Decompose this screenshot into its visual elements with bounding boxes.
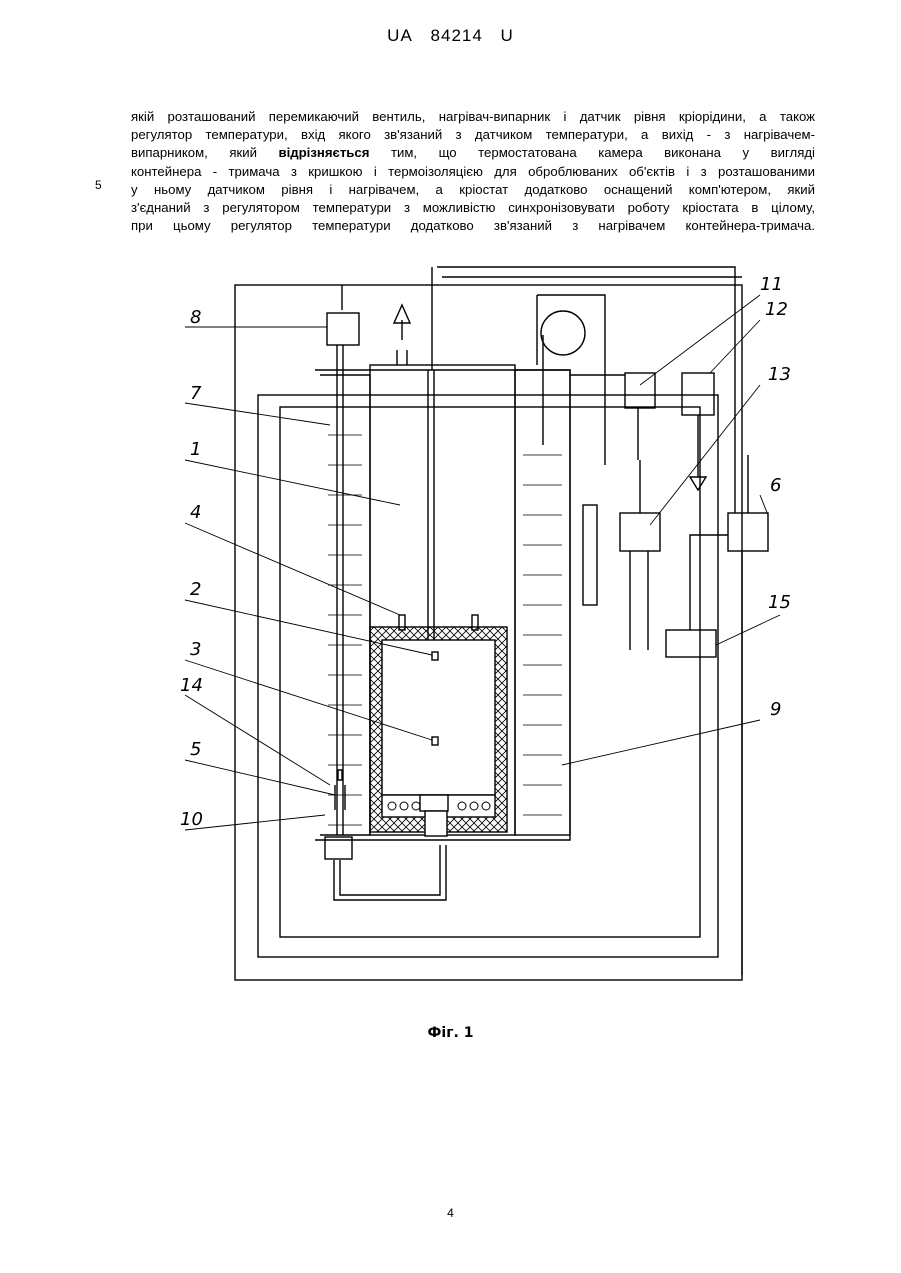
figure-diagram: 8 7 1 4 2 3 14 5 10 11 12 13 6 15 9 (170, 255, 810, 1000)
label-15: 15 (768, 592, 791, 613)
header-number: 84214 (431, 26, 483, 45)
text-run: тим, що термостатована камера виконана у… (369, 145, 815, 160)
text-line: випарником, який відрізняється тим, що т… (131, 144, 815, 162)
page-number: 4 (0, 1206, 901, 1220)
pulley (541, 311, 585, 355)
label-3: 3 (190, 639, 201, 660)
line-number: 5 (95, 178, 102, 192)
component-13 (620, 513, 660, 551)
header-country: UA (387, 26, 413, 45)
text-run: при цьому регулятор температури додатков… (131, 218, 815, 233)
header-kind: U (501, 26, 514, 45)
text-line: у ньому датчиком рівня і нагрівачем, а к… (131, 181, 815, 199)
component-15 (666, 630, 716, 657)
label-11: 11 (760, 274, 783, 295)
label-13: 13 (768, 364, 791, 385)
figure-caption: Фіг. 1 (0, 1025, 901, 1041)
component-11 (625, 373, 655, 408)
label-6: 6 (770, 475, 781, 496)
label-1: 1 (190, 439, 201, 460)
text-run: у ньому датчиком рівня і нагрівачем, а к… (131, 182, 815, 197)
emphasis-text: відрізняється (278, 145, 369, 160)
text-line: регулятор температури, вхід якого зв'яза… (131, 126, 815, 144)
label-14: 14 (180, 675, 203, 696)
label-7: 7 (190, 383, 202, 404)
label-4: 4 (190, 502, 201, 523)
component-12 (682, 373, 714, 415)
label-8: 8 (190, 307, 201, 328)
patent-header: UA 84214 U (0, 26, 901, 46)
text-run: випарником, який (131, 145, 278, 160)
text-line: контейнера - тримача з кришкою і термоіз… (131, 163, 815, 181)
component-8 (327, 313, 359, 345)
claim-paragraph: якій розташований перемикаючий вентиль, … (131, 108, 815, 235)
label-12: 12 (765, 299, 788, 320)
text-line: при цьому регулятор температури додатков… (131, 217, 815, 235)
component-6 (728, 513, 768, 551)
text-run: контейнера - тримача з кришкою і термоіз… (131, 164, 815, 179)
label-10: 10 (180, 809, 203, 830)
text-line: з'єднаний з регулятором температури з мо… (131, 199, 815, 217)
label-5: 5 (190, 739, 201, 760)
text-run: з'єднаний з регулятором температури з мо… (131, 200, 815, 215)
text-run: регулятор температури, вхід якого зв'яза… (131, 127, 815, 142)
text-line: якій розташований перемикаючий вентиль, … (131, 108, 815, 126)
text-run: якій розташований перемикаючий вентиль, … (131, 109, 815, 124)
label-2: 2 (190, 579, 201, 600)
label-9: 9 (770, 699, 781, 720)
